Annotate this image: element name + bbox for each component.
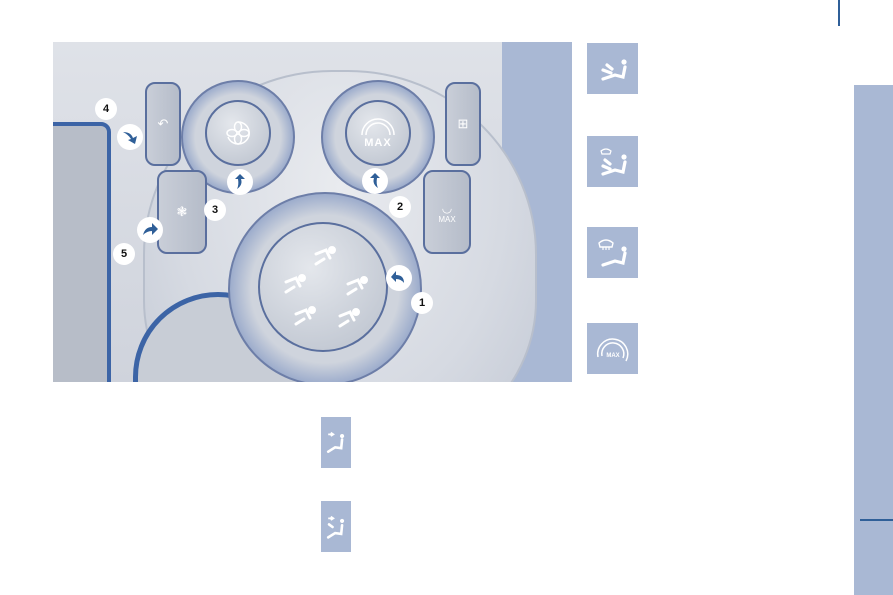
face-and-feet-tile [321,501,351,552]
recirculation-icon: ↶ [157,116,169,131]
feet-and-windscreen-icon [599,147,627,176]
header-rule [838,0,840,26]
windscreen-demist-tile [587,227,638,278]
section-tab-marker [860,519,893,521]
callout-4: 4 [95,98,117,120]
max-demist-button[interactable]: ◡ MAX [423,170,471,254]
temperature-knob[interactable]: MAX [345,100,411,166]
callout-arrow-5 [137,217,163,243]
recirculation-button[interactable]: ↶ [145,82,181,166]
distribution-positions-icon [284,246,368,328]
feet-and-windscreen-tile [587,136,638,187]
control-panel-illustration: MAX ↶ ❃ ⊞ ◡ MAX 1 2 3 [53,42,572,382]
callout-5: 5 [113,243,135,265]
face-and-feet-icon [326,515,345,539]
section-side-tab [854,85,893,595]
rear-screen-demist-button[interactable]: ⊞ [445,82,481,166]
windscreen-demist-icon [597,238,627,267]
callout-2: 2 [389,196,411,218]
callout-1: 1 [411,292,433,314]
feet-vent-icon [600,58,627,81]
callout-arrow-1 [386,265,412,291]
rear-screen-demist-icon: ⊞ [457,116,469,131]
left-vent-frame [53,122,111,382]
air-conditioning-button[interactable]: ❃ [157,170,207,254]
max-temperature-icon: MAX [596,337,628,361]
max-temperature-tile: MAX [587,323,638,374]
callout-arrow-4 [117,124,143,150]
face-vent-icon [326,431,345,453]
air-distribution-knob[interactable] [258,222,388,352]
feet-vent-tile [587,43,638,94]
face-vent-tile [321,417,351,468]
svg-text:MAX: MAX [606,353,619,359]
fan-icon [226,121,250,145]
temperature-arc-icon [361,118,395,136]
fan-speed-knob[interactable] [205,100,271,166]
callout-3: 3 [204,199,226,221]
temperature-max-label: MAX [364,137,392,149]
callout-arrow-3 [227,169,253,195]
air-conditioning-icon: ❃ [176,204,188,219]
windscreen-demist-icon: ◡ [441,200,453,215]
callout-arrow-2 [362,168,388,194]
max-demist-label: MAX [438,214,456,224]
